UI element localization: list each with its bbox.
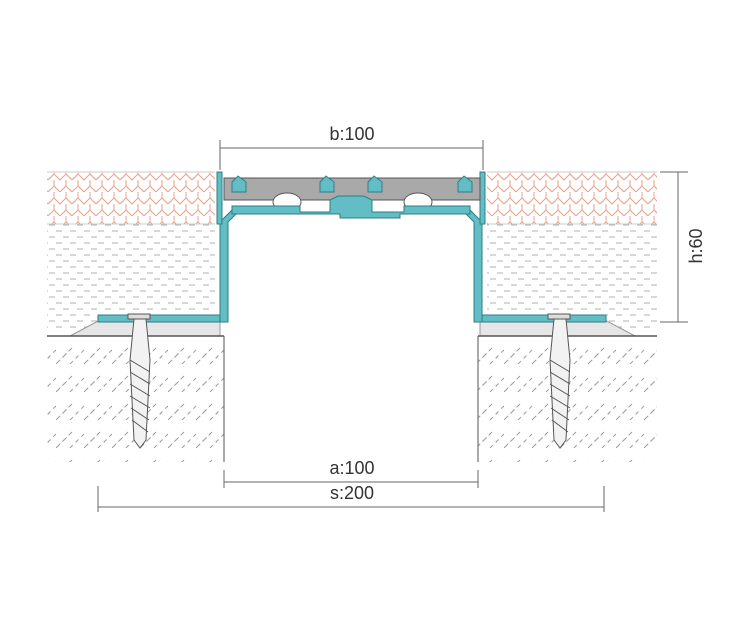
anchor-left [127,313,151,449]
dimension-a: a:100 [223,458,479,488]
profile-leg-right [465,209,483,323]
anchor-right [547,313,571,449]
dimension-a-label: a:100 [329,458,374,478]
dimension-b: b:100 [219,124,484,170]
dimension-s-label: s:200 [330,483,374,503]
profile-flange-left [97,314,229,323]
tile-layer-right [487,171,657,225]
screed-layer-right [487,224,657,328]
dimension-b-label: b:100 [329,124,374,144]
profile-side-left [216,171,223,225]
profile-side-right [479,171,486,225]
screed-layer-left [47,224,215,328]
joint-insert [223,175,481,212]
profile-leg-left [219,209,237,323]
dimension-h-label: h:60 [686,228,706,263]
profile-flange-right [473,314,607,323]
tile-layer-left [47,171,215,225]
profile-top-bar [231,195,471,219]
dimension-s: s:200 [97,483,605,512]
dimension-h: h:60 [660,171,706,323]
